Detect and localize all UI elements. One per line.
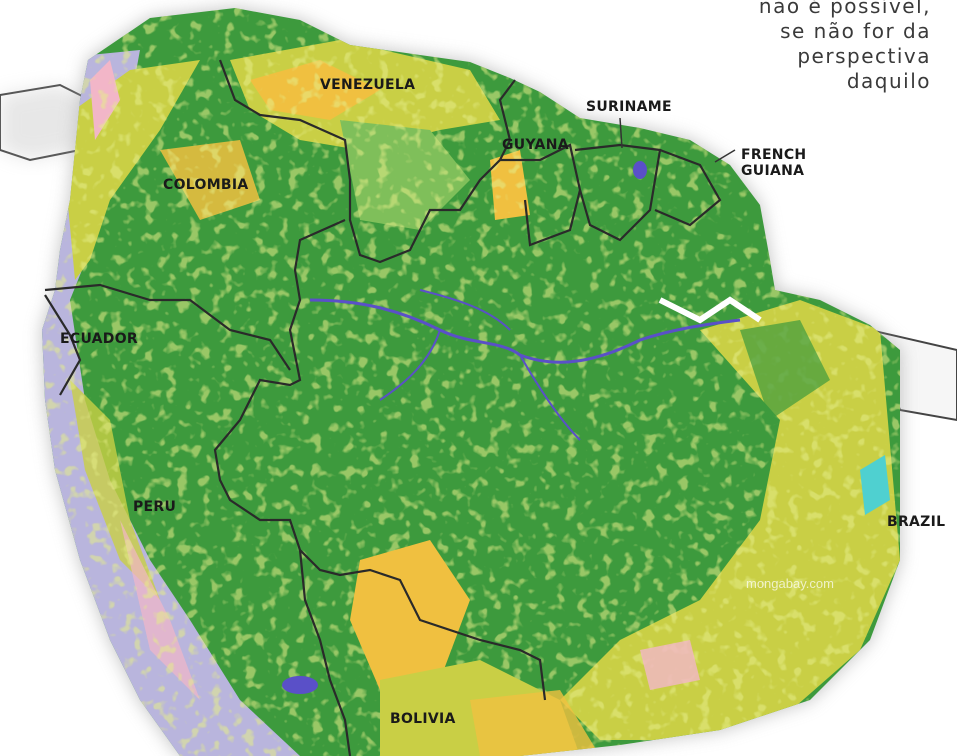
- country-borders: [44, 59, 722, 756]
- label-french-guiana-line2: GUIANA: [741, 163, 805, 179]
- label-french-guiana-line1: FRENCH: [741, 147, 807, 163]
- quote-line: perspectiva: [797, 44, 931, 68]
- label-venezuela: VENEZUELA: [320, 77, 416, 93]
- border-ecuador-peru: [44, 283, 291, 371]
- label-ecuador: ECUADOR: [60, 331, 139, 347]
- border-brazil-west: [213, 218, 547, 701]
- suriname-pointer: [619, 117, 623, 149]
- border-french-guiana: [654, 148, 722, 227]
- label-suriname: SURINAME: [586, 99, 672, 115]
- surrounding-land: [0, 83, 957, 422]
- label-guyana: GUYANA: [502, 137, 569, 153]
- quote-line: daquilo: [846, 69, 931, 93]
- quote-line: não é possível,: [758, 0, 931, 18]
- lake-titicaca: [282, 676, 318, 694]
- border-peru-bolivia: [298, 549, 352, 756]
- purus-river: [379, 329, 441, 401]
- beni-savanna: [350, 540, 470, 690]
- madeira-river: [519, 354, 581, 441]
- quote-line: se não for da: [780, 19, 931, 43]
- amazon-delta: [658, 296, 762, 324]
- watermark: mongabay.com: [746, 576, 834, 591]
- border-venezuela: [218, 59, 516, 264]
- lake-french-guiana: [633, 161, 647, 179]
- negro-river: [419, 289, 511, 331]
- border-suriname: [574, 143, 662, 242]
- cyan-patch: [860, 455, 890, 515]
- border-ecuador-coast: [44, 294, 82, 396]
- pink-patch-south: [640, 640, 700, 690]
- label-brazil: BRAZIL: [887, 514, 946, 530]
- label-colombia: COLOMBIA: [163, 177, 249, 193]
- chaco-savanna: [470, 690, 600, 756]
- label-peru: PERU: [133, 499, 177, 515]
- french-guiana-pointer: [714, 149, 736, 163]
- quote-overlay: não é possível, se não for da perspectiv…: [701, 0, 931, 94]
- label-bolivia: BOLIVIA: [390, 711, 456, 727]
- east-forest-patch: [740, 320, 830, 420]
